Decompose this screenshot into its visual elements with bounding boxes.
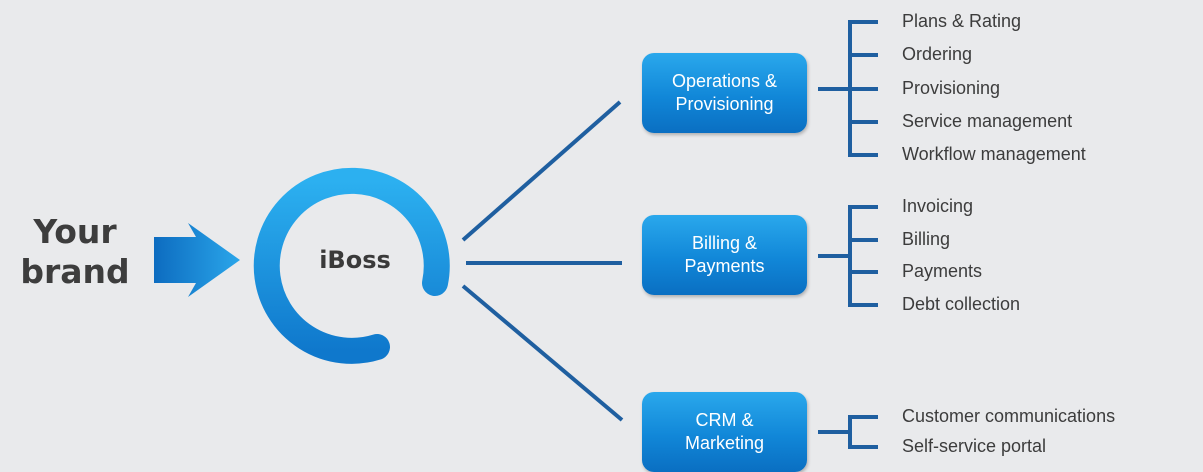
hub-ring — [253, 167, 450, 364]
list-item: Self-service portal — [902, 436, 1047, 456]
brand-label: Your brand — [5, 212, 145, 292]
comb-billing — [848, 205, 878, 307]
spoke-crm — [461, 284, 624, 422]
list-item: Billing — [902, 229, 951, 249]
group-title-line-1: CRM & — [695, 410, 754, 430]
list-item: Plans & Rating — [902, 11, 1022, 31]
comb-operations — [848, 20, 878, 157]
comb-crm — [848, 415, 878, 449]
list-item: Debt collection — [902, 294, 1021, 314]
group-title-line-2: Marketing — [684, 433, 765, 453]
list-item: Service management — [902, 111, 1073, 131]
group-box-crm: CRM & Marketing — [642, 392, 807, 472]
group-title-line-2: Provisioning — [675, 94, 774, 114]
list-item: Customer communications — [902, 406, 1116, 426]
group-title-line-2: Payments — [684, 256, 765, 276]
group-title-line-1: Operations & — [671, 71, 778, 91]
group-title-line-1: Billing & — [691, 233, 758, 253]
spoke-operations — [461, 100, 622, 242]
list-item: Provisioning — [902, 78, 1001, 98]
list-item: Ordering — [902, 44, 973, 64]
brand-line-1: Your — [33, 212, 117, 251]
list-item: Invoicing — [902, 196, 974, 216]
group-box-operations: Operations & Provisioning — [642, 53, 807, 133]
brand-arrow — [154, 223, 240, 297]
list-item: Payments — [902, 261, 983, 281]
list-item: Workflow management — [902, 144, 1086, 164]
hub-label: iBoss — [319, 246, 391, 274]
group-box-billing: Billing & Payments — [642, 215, 807, 295]
brand-line-2: brand — [20, 252, 130, 291]
